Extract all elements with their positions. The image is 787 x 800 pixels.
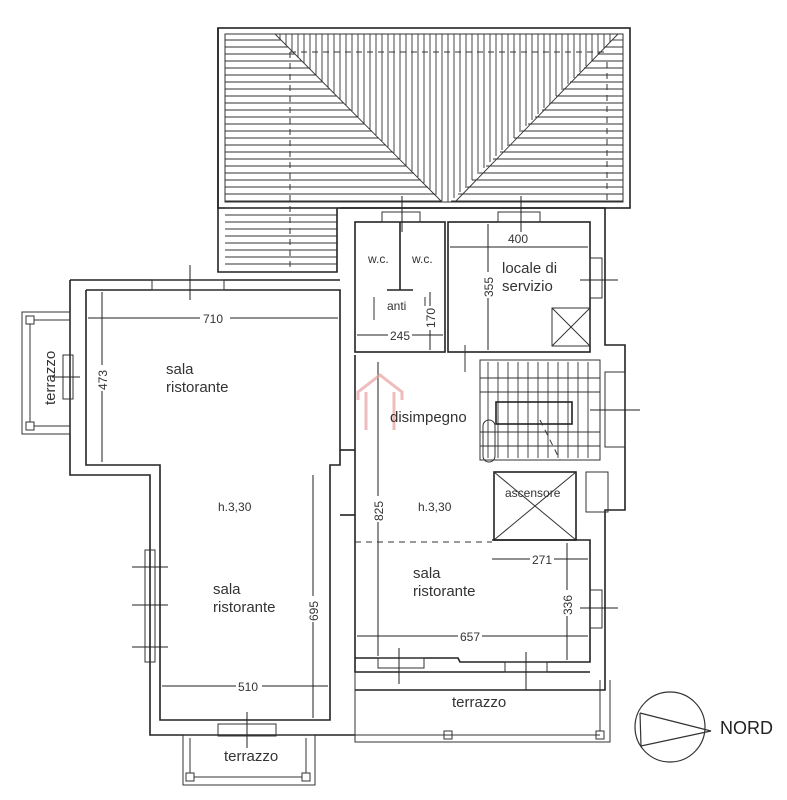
room-label-disimpegno: disimpegno	[390, 409, 467, 426]
dim-245: 245	[390, 329, 410, 343]
dim-825: 825	[372, 501, 386, 521]
room-label-sala-se-1: sala	[413, 565, 441, 582]
terrazzo-east	[354, 672, 611, 743]
watermark-logo	[356, 373, 404, 430]
dim-510: 510	[238, 680, 258, 694]
room-label-wc-left: w.c.	[367, 252, 389, 266]
dim-657: 657	[460, 630, 480, 644]
dim-336: 336	[561, 595, 575, 615]
dim-400: 400	[508, 232, 528, 246]
west-dining-room	[52, 265, 355, 748]
roof-hatched	[217, 27, 631, 273]
compass-label: NORD	[720, 718, 773, 738]
room-label-anti: anti	[387, 299, 406, 313]
room-label-ascensore: ascensore	[505, 486, 561, 500]
dim-473: 473	[96, 370, 110, 390]
room-label-locale-1: locale di	[502, 260, 557, 277]
east-block	[340, 196, 640, 691]
dim-170: 170	[424, 308, 438, 328]
room-label-terrazzo-west: terrazzo	[42, 351, 59, 405]
terrazzo-south	[182, 734, 316, 786]
dim-695: 695	[307, 601, 321, 621]
dimension-lines	[88, 224, 588, 718]
room-label-sala-sw-1: sala	[213, 581, 241, 598]
room-label-sala-nw-2: ristorante	[166, 379, 229, 396]
room-label-wc-right: w.c.	[411, 252, 433, 266]
room-label-sala-se-2: ristorante	[413, 583, 476, 600]
room-label-sala-nw-1: sala	[166, 361, 194, 378]
north-compass-icon	[634, 691, 712, 763]
room-label-terrazzo-south: terrazzo	[224, 748, 278, 765]
dim-355: 355	[482, 277, 496, 297]
terrazzo-west	[21, 311, 71, 435]
room-label-locale-2: servizio	[502, 278, 553, 295]
height-label-center: h.3,30	[418, 500, 452, 514]
room-label-sala-sw-2: ristorante	[213, 599, 276, 616]
room-label-terrazzo-east: terrazzo	[452, 694, 506, 711]
height-label-west: h.3,30	[218, 500, 252, 514]
dim-710: 710	[203, 312, 223, 326]
dim-271: 271	[532, 553, 552, 567]
